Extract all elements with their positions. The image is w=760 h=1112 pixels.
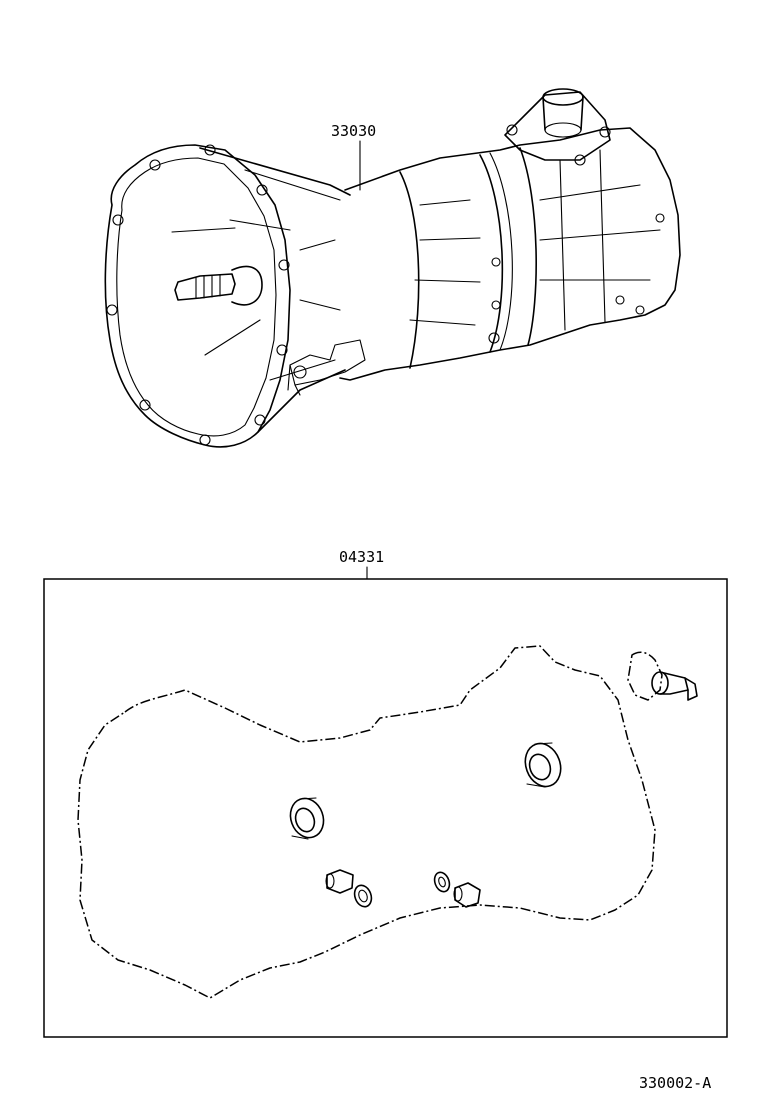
plug-left: [325, 869, 373, 908]
oil-seal-left: [289, 797, 325, 840]
gasket-kit-box: [43, 578, 728, 1038]
plug-right: [433, 871, 481, 908]
oil-seal-right: [524, 742, 562, 788]
callout-04331: 04331: [339, 548, 384, 566]
transmission-assembly-drawing: [104, 88, 681, 448]
breather-plug: [651, 671, 698, 701]
gasket-kit-contents: [77, 645, 698, 999]
callout-33030: 33030: [331, 122, 376, 140]
case-gasket: [77, 645, 656, 999]
figure-id: 330002-A: [639, 1074, 711, 1092]
extension-gasket: [627, 651, 663, 701]
